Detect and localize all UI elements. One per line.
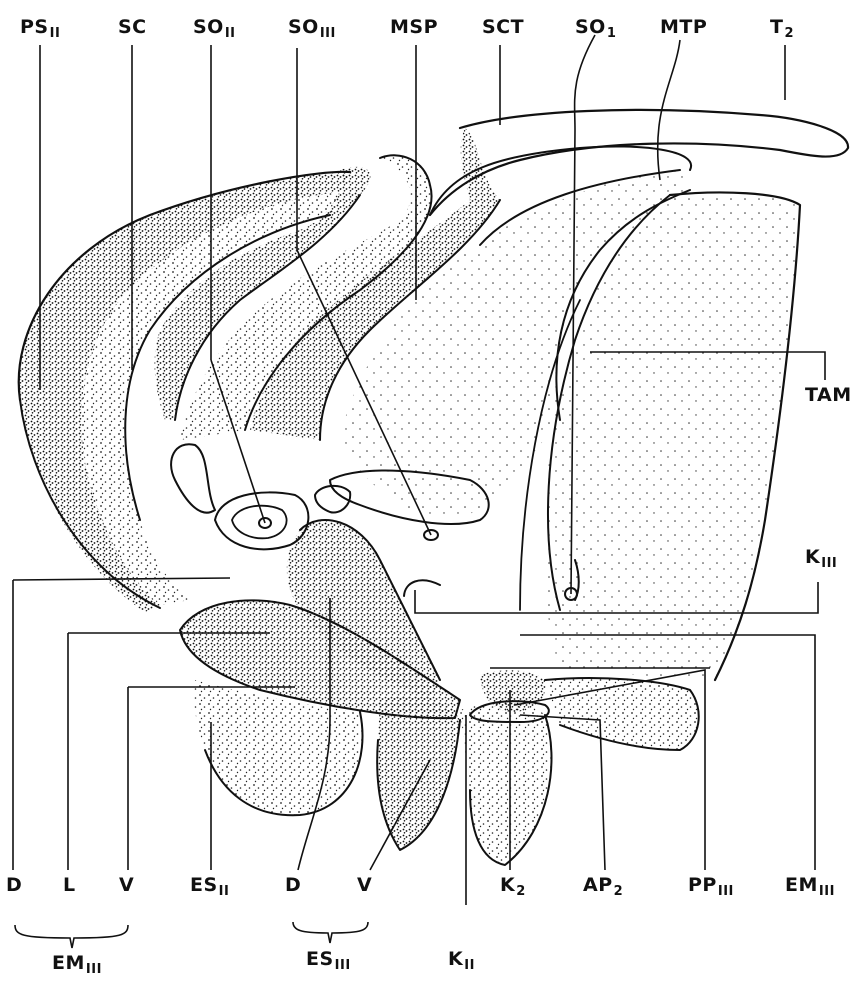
label-v-em: V <box>119 876 134 895</box>
label-sc: SC <box>118 18 147 37</box>
label-k-2: K2 <box>500 876 526 898</box>
label-so-iii: SOIII <box>288 18 336 40</box>
label-d-em: D <box>6 876 22 895</box>
label-msp: MSP <box>390 18 438 37</box>
label-es-iii: ESIII <box>306 950 351 972</box>
label-es-ii: ESII <box>190 876 229 898</box>
label-so-1: SO1 <box>575 18 616 40</box>
label-v-es: V <box>357 876 372 895</box>
label-ps-ii: PSII <box>20 18 60 40</box>
label-em-iii: EMIII <box>52 954 102 976</box>
label-ap-2: AP2 <box>583 876 623 898</box>
label-k-iii: KIII <box>805 548 837 570</box>
label-so-ii: SOII <box>193 18 236 40</box>
label-sct: SCT <box>482 18 524 37</box>
label-k-ii: KII <box>448 950 475 972</box>
label-tam: TAM <box>805 386 852 405</box>
label-pp-iii: PPIII <box>688 876 734 898</box>
label-em-iii-right: EMIII <box>785 876 835 898</box>
label-t2: T2 <box>770 18 794 40</box>
label-mtp: MTP <box>660 18 707 37</box>
label-l-em: L <box>63 876 76 895</box>
label-d-es: D <box>285 876 301 895</box>
